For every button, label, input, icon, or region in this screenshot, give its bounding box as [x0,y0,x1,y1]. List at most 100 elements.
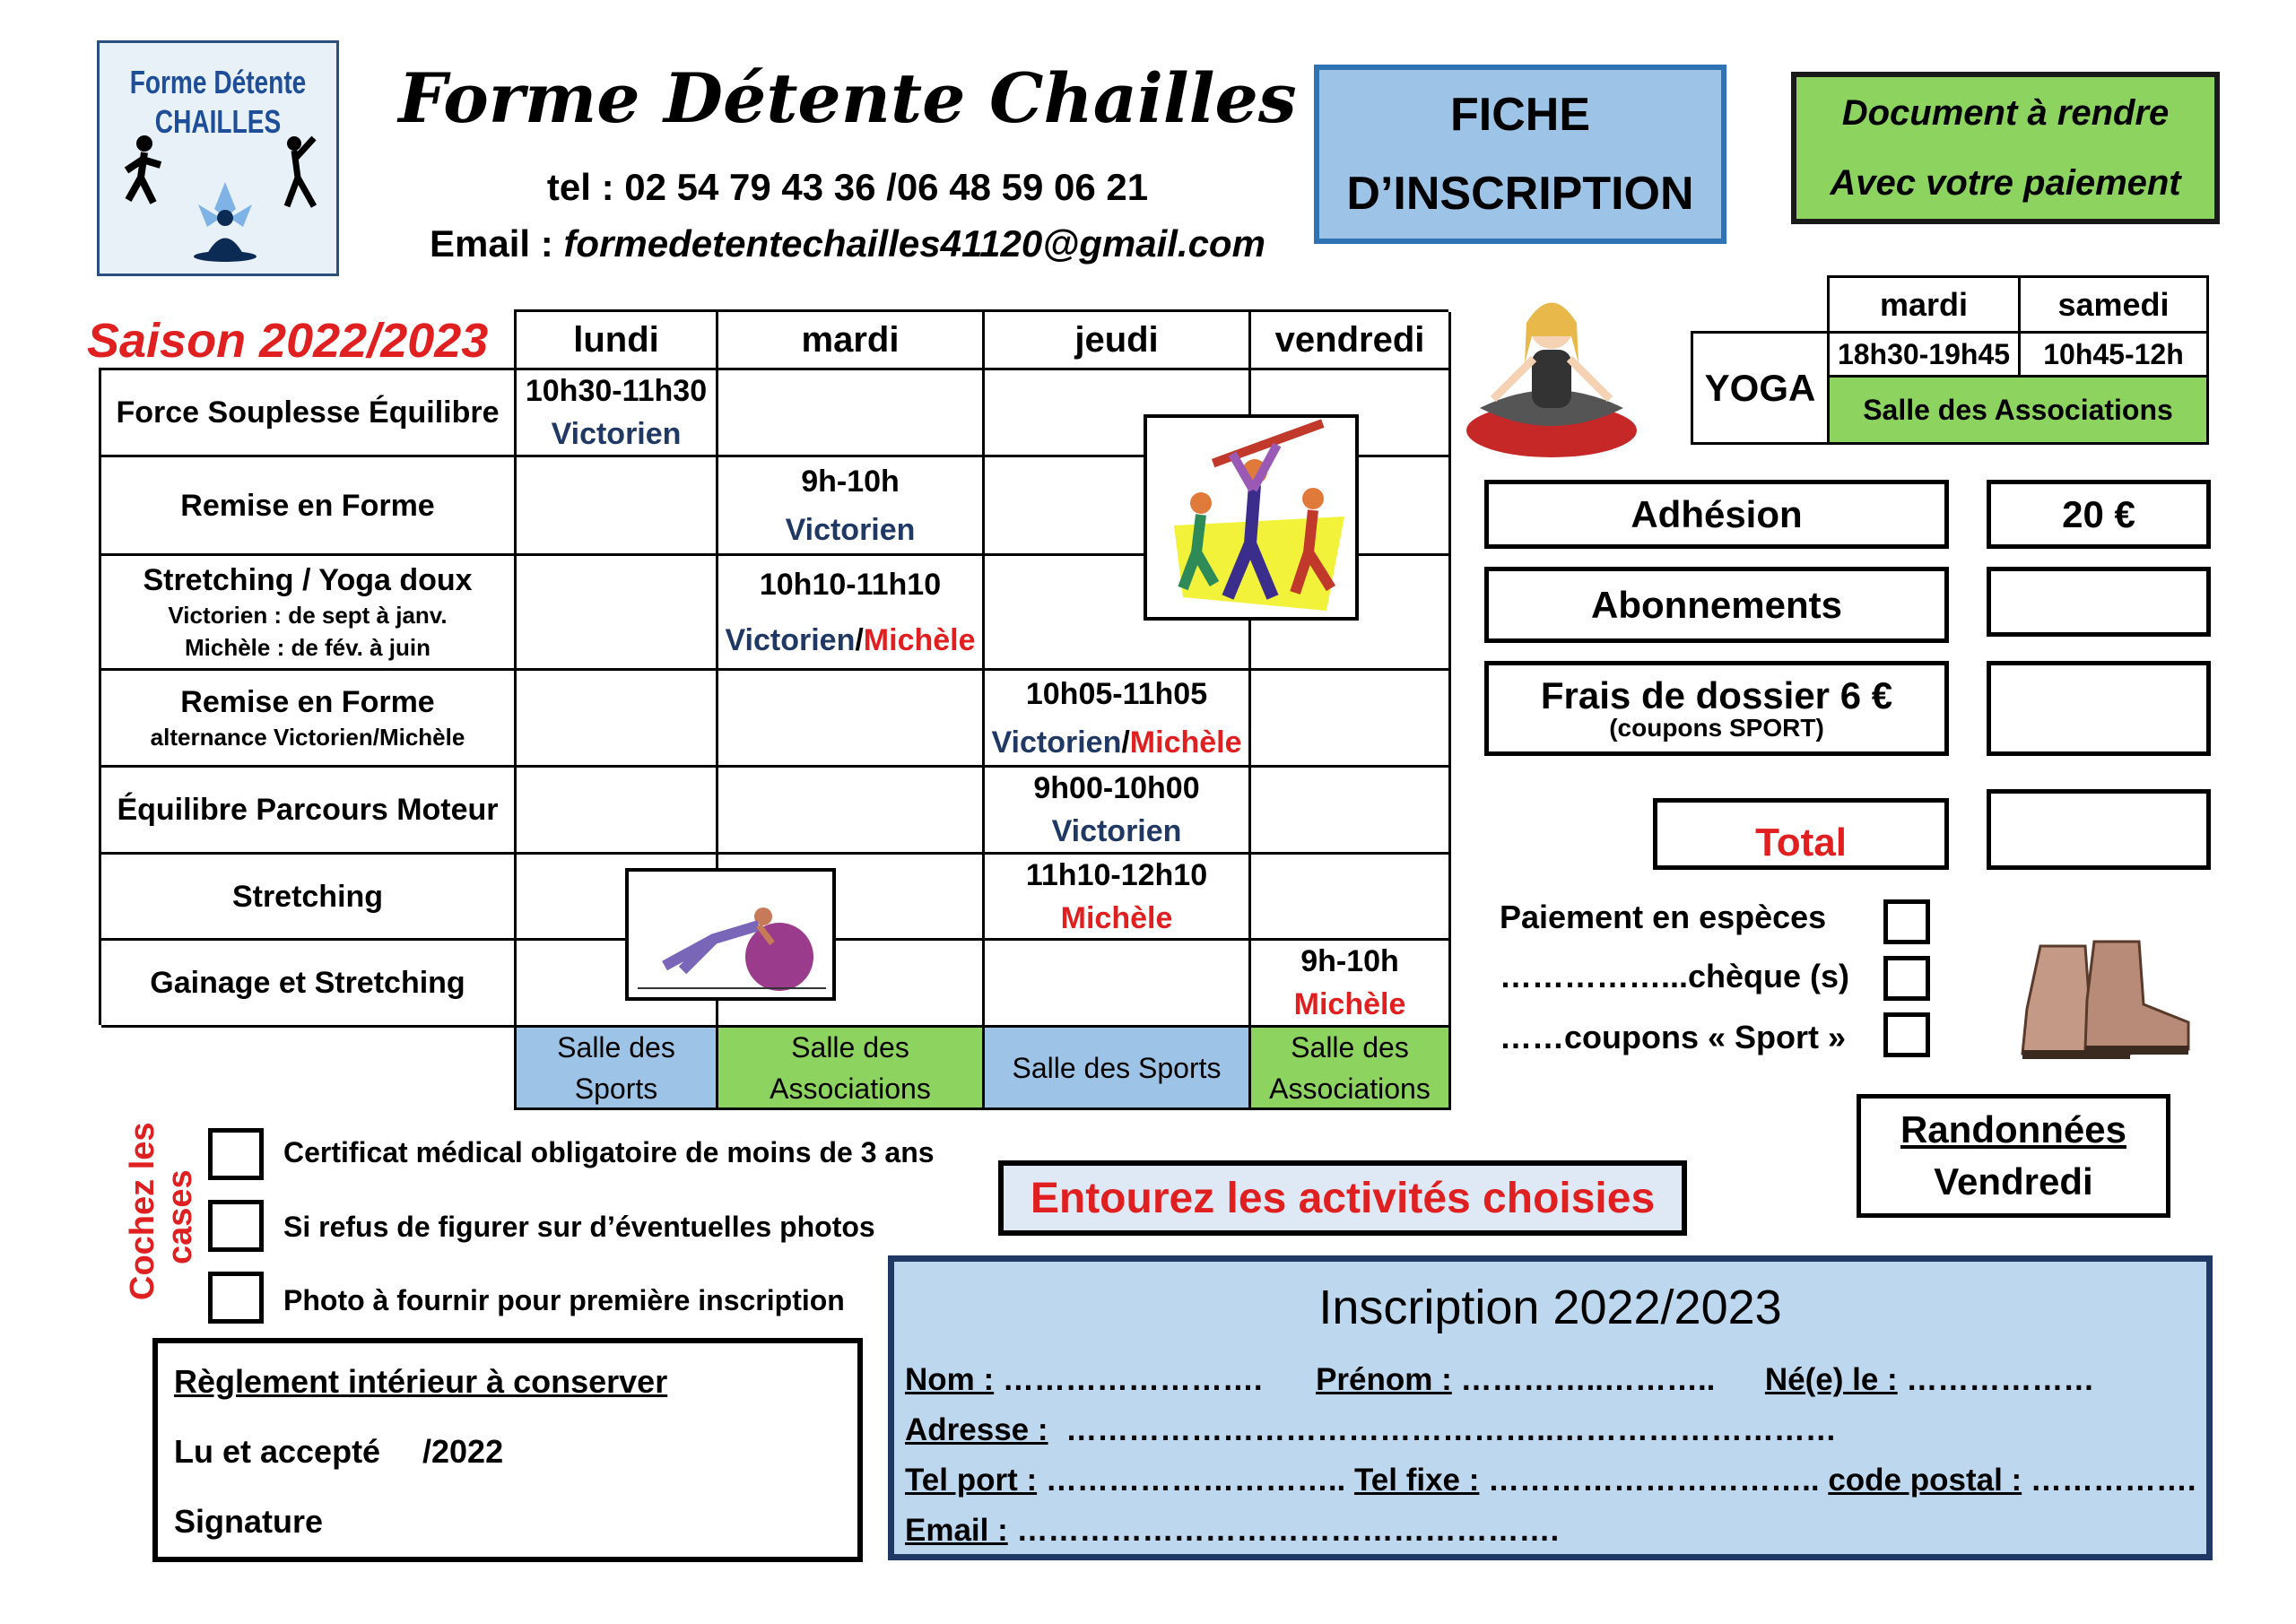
activity-row-label[interactable]: Stretching [101,855,517,941]
activity-row-label[interactable]: Gainage et Stretching [101,941,517,1028]
slot-time: 9h-10h [801,464,900,499]
slot-time: 10h10-11h10 [759,567,942,602]
aerobics-icon [1144,414,1359,621]
venue-mardi: Salle des Associations [718,1028,985,1110]
slot-coach: Victorien [725,622,856,657]
activity-row-label[interactable]: Stretching / Yoga doux Victorien : de se… [101,556,517,671]
slot-jeudi-remise[interactable]: 10h05-11h05 Victorien/Michèle [985,671,1251,768]
venue-jeudi: Salle des Sports [985,1028,1251,1110]
form-title-line2: D’INSCRIPTION [1346,168,1694,220]
slot-mardi-stretching-yoga[interactable]: 10h10-11h10 Victorien/Michèle [718,556,985,671]
venue-line: Salle des [1291,1030,1409,1064]
empty-slot [1251,855,1451,941]
slot-time: 9h-10h [1300,944,1399,978]
abonnements-amount-field[interactable] [1987,567,2211,637]
slot-lundi-force[interactable]: 10h30-11h30 Victorien [517,370,718,457]
frais-dossier-box: Frais de dossier 6 € (coupons SPORT) [1484,661,1949,756]
activity-row-label[interactable]: Remise en Forme [101,457,517,556]
slot-jeudi-stretching[interactable]: 11h10-12h10 Michèle [985,855,1251,941]
slot-vendredi-gainage[interactable]: 9h-10h Michèle [1251,941,1451,1028]
activity-row-label[interactable]: Équilibre Parcours Moteur [101,768,517,855]
empty-slot [517,457,718,556]
check-instructions-line1: Cochez les [124,1122,161,1300]
medical-certificate-label: Certificat médical obligatoire de moins … [283,1136,935,1168]
phone-row: Tel port : ……………………….. Tel fixe : ………………… [905,1463,2196,1498]
payment-cash-label: Paiement en espèces [1500,899,1827,935]
prenom-field[interactable]: …………..……….. [1451,1362,1725,1397]
day-header-lundi: lundi [517,312,718,370]
yoga-girl-icon [1453,265,1650,462]
slot-coach: Michèle [1060,900,1173,935]
adresse-field[interactable]: ………………………………………..……………………… [1057,1412,1837,1447]
payment-cheque-checkbox[interactable] [1883,956,1930,1001]
activity-note: Michèle : de fév. à juin [184,633,431,661]
fitness-ball-icon [625,868,836,1001]
telport-field[interactable]: ……………………….. [1037,1463,1355,1498]
nom-field[interactable]: ……………………. [994,1362,1272,1397]
empty-slot [517,671,718,768]
frais-note: (coupons SPORT) [1609,714,1824,742]
return-note-box: Document à rendre Avec votre paiement [1791,72,2220,224]
total-amount-field[interactable] [1987,789,2211,870]
postal-code-field[interactable]: ……………. [2022,1463,2196,1498]
empty-slot [1251,556,1451,671]
venue-vendredi: Salle des Associations [1251,1028,1451,1110]
activity-row-label[interactable]: Remise en Forme alternance Victorien/Mic… [101,671,517,768]
activity-name: Stretching / Yoga doux [143,562,473,597]
slot-mardi-remise[interactable]: 9h-10h Victorien [718,457,985,556]
empty-slot [517,768,718,855]
frais-label: Frais de dossier 6 € [1540,674,1893,716]
yoga-day-mardi: mardi [1827,275,2021,334]
randonnees-box[interactable]: Randonnées Vendredi [1857,1094,2170,1218]
empty-slot [985,370,1251,457]
email-row: Email : ……………………………………………. [905,1513,1559,1549]
birthdate-field[interactable]: ……………… [1897,1362,2095,1397]
abonnements-label: Abonnements [1484,567,1949,643]
registration-title: Inscription 2022/2023 [1318,1281,1782,1334]
rules-box: Règlement intérieur à conserver Lu et ac… [152,1338,863,1562]
slot-coach: Victorien [991,725,1122,760]
rules-date[interactable]: /2022 [422,1433,504,1470]
frais-amount-field[interactable] [1987,661,2211,756]
email-address[interactable]: formedetentechailles41120@gmail.com [563,222,1265,265]
payment-cash-checkbox[interactable] [1883,899,1930,944]
yoga-time-mardi[interactable]: 18h30-19h45 [1827,331,2021,378]
yoga-venue-label: Salle des Associations [1863,393,2173,426]
yoga-venue: Salle des Associations [1827,375,2209,445]
form-email-field[interactable]: ……………………………………………. [1007,1513,1560,1548]
telport-label: Tel port : [905,1463,1038,1498]
phone-numbers: tel : 02 54 79 43 36 /06 48 59 06 21 [546,166,1149,208]
empty-slot [1251,671,1451,768]
logo-text-line1: Forme Détente [129,64,307,100]
activity-row-label[interactable]: Force Souplesse Équilibre [101,370,517,457]
medical-certificate-checkbox[interactable] [208,1128,264,1180]
slot-time: 10h05-11h05 [1025,676,1208,711]
address-row: Adresse : ………………………………………..……………………… [905,1412,1837,1448]
empty-slot [718,370,985,457]
hiking-boots-icon [2005,937,2202,1072]
telfixe-field[interactable]: ………………………….. [1479,1463,1829,1498]
slot-coach: Michèle [1129,725,1242,760]
check-instructions-label: Cochez les cases [108,1122,206,1309]
identity-row: Nom : ……………………. Prénom : …………..……….. Né(… [905,1362,2094,1398]
venue-line: Salle des Sports [1012,1051,1222,1084]
yoga-label[interactable]: YOGA [1691,331,1830,445]
payment-coupons-checkbox[interactable] [1883,1012,1930,1057]
empty-slot [718,855,985,941]
empty-slot [718,671,985,768]
photo-refusal-checkbox[interactable] [208,1200,264,1252]
activity-note: Victorien : de sept à janv. [168,601,448,629]
separator: / [1121,725,1130,760]
yoga-time-samedi[interactable]: 10h45-12h [2018,331,2209,378]
slot-jeudi-equilibre[interactable]: 9h00-10h00 Victorien [985,768,1251,855]
activity-note: alternance Victorien/Michèle [150,723,465,751]
slot-coach: Victorien [551,417,682,451]
adresse-label: Adresse : [905,1412,1048,1447]
registration-form: Inscription 2022/2023 Nom : ……………………. Pr… [888,1255,2213,1560]
empty-slot [1251,768,1451,855]
venue-line: Associations [770,1072,931,1105]
signature-label[interactable]: Signature [174,1503,324,1540]
photo-required-checkbox[interactable] [208,1272,264,1324]
randonnees-day: Vendredi [1934,1160,2093,1203]
form-email-label: Email : [905,1513,1008,1548]
